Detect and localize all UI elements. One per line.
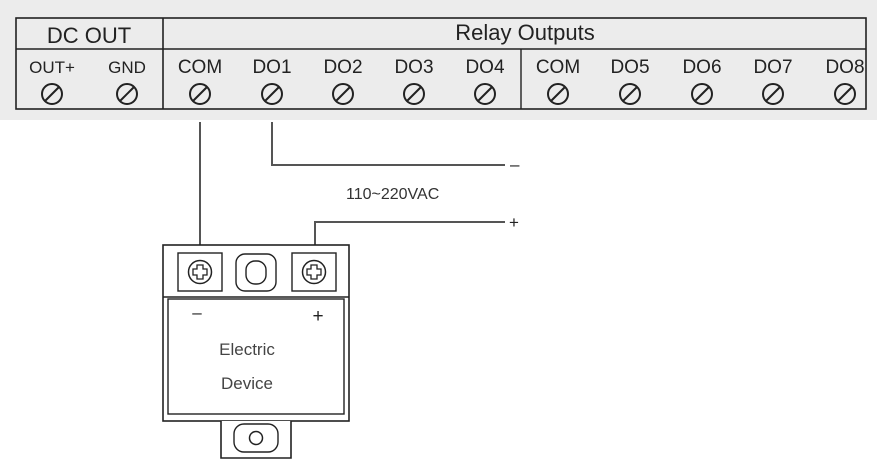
terminal-block [0, 0, 877, 120]
mount-slot-outline [233, 423, 279, 453]
device-plus-terminal [291, 252, 337, 292]
slotted-screw-icon [474, 83, 496, 105]
terminal-label: DO8 [825, 57, 864, 78]
electric-device: – + Electric Device [162, 244, 350, 459]
do1-wire [271, 122, 505, 166]
slotted-screw-icon [547, 83, 569, 105]
device-label-line1: Electric [219, 340, 275, 359]
slotted-screw-icon [116, 83, 138, 105]
terminal-frame [291, 252, 337, 292]
terminal-label: GND [108, 58, 146, 77]
device-inner-panel [167, 298, 345, 415]
terminal-do7: DO7 [753, 57, 793, 105]
slotted-screw-icon [834, 83, 856, 105]
terminal-label: COM [536, 57, 580, 78]
slotted-screw-icon [691, 83, 713, 105]
slotted-screw-icon [261, 83, 283, 105]
slotted-screw-icon [189, 83, 211, 105]
plus-wire [314, 221, 505, 248]
plus-wire-label: + [509, 213, 519, 232]
terminal-label: DO6 [682, 57, 721, 78]
terminal-label: COM [178, 57, 222, 78]
slotted-screw-icon [762, 83, 784, 105]
terminal-do4: DO4 [465, 57, 505, 105]
slotted-screw-icon [332, 83, 354, 105]
terminal-do5: DO5 [610, 57, 650, 105]
terminal-block-frame [15, 17, 867, 110]
relay-outputs-header: Relay Outputs [455, 20, 594, 45]
mount-hole [248, 430, 264, 446]
terminal-do1: DO1 [252, 57, 292, 105]
terminal-com: COM [178, 57, 222, 105]
terminal-label: DO7 [753, 57, 792, 78]
terminal-gnd: GND [108, 58, 146, 105]
terminal-do6: DO6 [682, 57, 722, 105]
device-minus-label: – [192, 303, 202, 322]
slotted-screw-icon [403, 83, 425, 105]
plus-slot-icon [306, 264, 322, 280]
phillips-screw-icon [301, 259, 327, 285]
terminal-layer: OUT+ GND COM DO1 DO2 DO3 DO4 COM DO5 DO6 DO7 DO8 [29, 57, 865, 105]
terminal-do2: DO2 [323, 57, 363, 105]
terminal-label: DO1 [252, 57, 291, 78]
minus-wire-label: – [510, 155, 520, 174]
terminal-frame [177, 252, 223, 292]
slotted-screw-icon [619, 83, 641, 105]
device-top-slot [235, 253, 277, 292]
terminal-label: DO3 [394, 57, 433, 78]
supply-voltage-label: 110~220VAC [346, 186, 439, 203]
terminal-label: DO2 [323, 57, 362, 78]
terminal-label: DO5 [610, 57, 649, 78]
terminal-do3: DO3 [394, 57, 434, 105]
slotted-screw-icon [41, 83, 63, 105]
device-plus-label: + [312, 306, 323, 327]
wires [199, 122, 505, 248]
terminal-out: OUT+ [29, 58, 75, 105]
device-mount-tab [220, 421, 292, 459]
terminal-com: COM [536, 57, 580, 105]
dc-out-header: DC OUT [47, 23, 131, 48]
device-minus-terminal [177, 252, 223, 292]
plus-slot-icon [192, 264, 208, 280]
terminal-do8: DO8 [825, 57, 865, 105]
device-label-line2: Device [221, 374, 273, 393]
terminal-label: OUT+ [29, 58, 75, 77]
device-top-slot-inner [245, 260, 267, 285]
terminal-label: DO4 [465, 57, 505, 78]
phillips-screw-icon [187, 259, 213, 285]
